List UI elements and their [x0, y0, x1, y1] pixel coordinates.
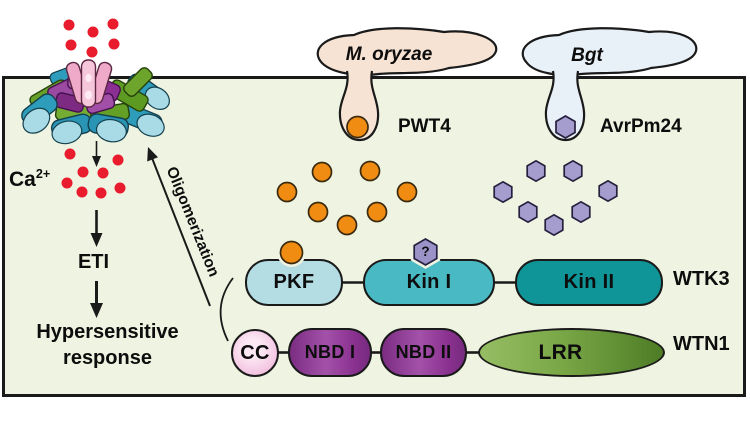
wtn1-protein-label: WTN1	[673, 333, 730, 355]
calcium-charge: 2+	[35, 167, 51, 181]
avrpm24-label: AvrPm24	[600, 116, 682, 137]
calcium-ions-top	[63, 18, 120, 58]
hypersensitive-line1: Hypersensitive	[36, 321, 179, 343]
wtk3-protein-label: WTK3	[673, 268, 730, 290]
domain-kin1: Kin I	[363, 259, 495, 306]
domain-nbd1: NBD I	[288, 328, 372, 377]
pwt4-label: PWT4	[398, 116, 451, 137]
moryzae-name: M. oryzae	[345, 44, 433, 65]
domain-lrr: LRR	[478, 328, 665, 377]
hypersensitive-response-label: Hypersensitive response	[5, 320, 210, 371]
domain-nbd2: NBD II	[380, 328, 467, 377]
eti-label: ETI	[77, 251, 110, 273]
bgt-name: Bgt	[571, 45, 603, 66]
unknown-ligand-question-mark: ?	[421, 243, 430, 259]
calcium-label: Ca2+	[9, 167, 50, 192]
domain-kin2: Kin II	[515, 259, 663, 306]
domain-cc: CC	[231, 329, 279, 377]
calcium-symbol: Ca	[9, 168, 36, 191]
hypersensitive-line2: response	[63, 346, 152, 369]
domain-pkf: PKF	[245, 259, 343, 306]
